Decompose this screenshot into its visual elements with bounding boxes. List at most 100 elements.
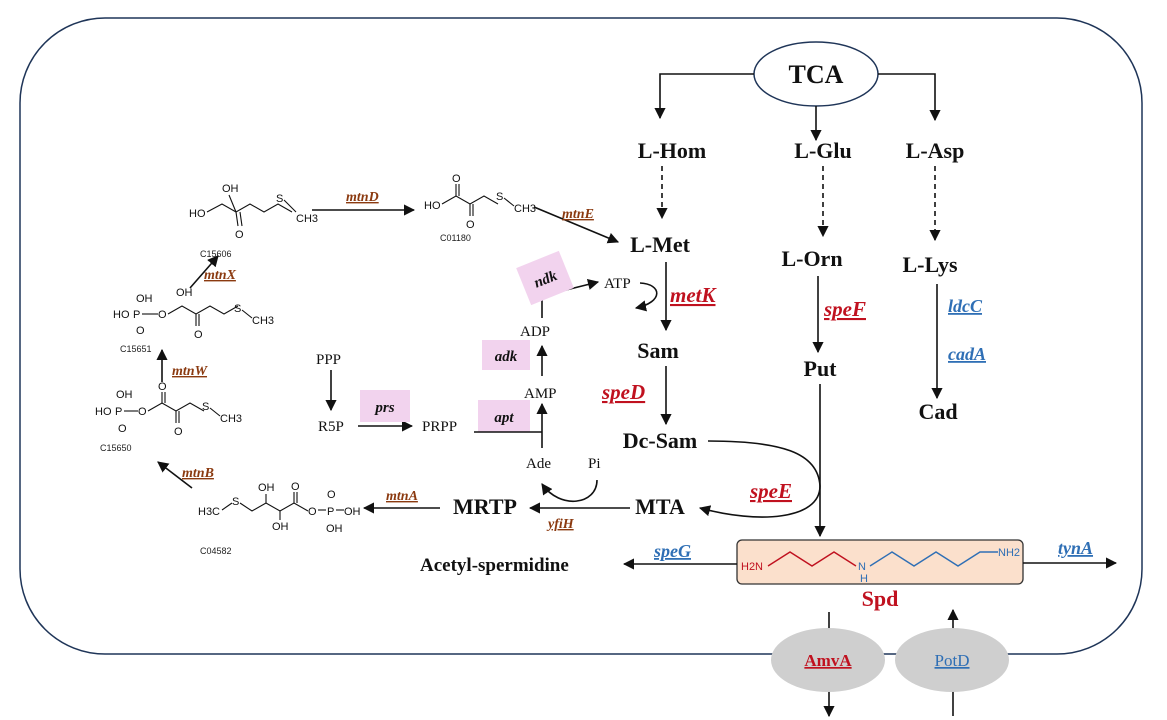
svg-text:OH: OH: [176, 287, 193, 299]
c01180-structure: HO O O S CH3 C01180: [424, 173, 536, 243]
mtnX-enzyme: mtnX: [204, 268, 237, 283]
svg-text:HO: HO: [95, 406, 112, 418]
amp-label: AMP: [524, 386, 557, 402]
svg-text:CH3: CH3: [220, 413, 242, 425]
mtnD-enzyme: mtnD: [346, 190, 379, 205]
speE-enzyme: speE: [749, 479, 792, 503]
atp-label: ATP: [604, 276, 631, 292]
c15606-structure: HO OH O S CH3 C15606: [189, 183, 318, 259]
spd-chain-red: [767, 551, 857, 567]
svg-text:OH: OH: [326, 523, 343, 535]
c15651-to-c15606-arrow: [189, 255, 219, 289]
speF-enzyme: speF: [823, 297, 866, 321]
cell-boundary: [19, 17, 1143, 655]
svg-text:C15606: C15606: [200, 249, 232, 259]
atp-consumption-curve: [634, 282, 658, 312]
spd-chain-blue: [869, 551, 998, 567]
prpp-label: PRPP: [422, 419, 457, 435]
mtnE-enzyme: mtnE: [562, 207, 594, 222]
svg-text:O: O: [327, 489, 336, 501]
svg-text:O: O: [235, 229, 244, 241]
svg-text:O: O: [118, 423, 127, 435]
svg-text:HO: HO: [424, 200, 441, 212]
svg-text:P: P: [115, 406, 122, 418]
acetyl-spermidine-label: Acetyl-spermidine: [420, 555, 569, 576]
l-asp-label: L-Asp: [906, 138, 965, 163]
dcsam-to-spd-curve: [707, 440, 821, 487]
amva-label: AmvA: [804, 651, 852, 670]
mtnA-enzyme: mtnA: [386, 489, 418, 504]
spd-h: H: [860, 573, 868, 585]
cadA-enzyme: cadA: [948, 344, 986, 364]
svg-text:CH3: CH3: [514, 203, 536, 215]
spd-label: Spd: [862, 586, 899, 611]
adk-box: [482, 340, 530, 370]
svg-text:C15651: C15651: [120, 344, 152, 354]
apt-enzyme: apt: [494, 410, 514, 426]
svg-text:S: S: [202, 401, 209, 413]
svg-text:S: S: [234, 303, 241, 315]
svg-text:O: O: [136, 325, 145, 337]
svg-text:HO: HO: [189, 208, 206, 220]
sam-label: Sam: [637, 338, 679, 363]
l-lys-label: L-Lys: [902, 252, 957, 277]
c04582-to-c15650-arrow: [157, 461, 193, 489]
svg-text:H3C: H3C: [198, 506, 220, 518]
spd-nh2: NH2: [998, 547, 1020, 559]
yfiH-enzyme: yfiH: [546, 517, 575, 532]
apt-box: [478, 400, 530, 432]
mtnB-enzyme: mtnB: [182, 466, 214, 481]
spd-n: N: [858, 561, 866, 573]
potd-transporter: [895, 628, 1009, 692]
pi-to-ade-curve: [541, 479, 598, 502]
ldcC-enzyme: ldcC: [948, 296, 983, 316]
put-label: Put: [804, 356, 838, 381]
tca-to-lhom-arrow: [654, 73, 754, 120]
tca-label: TCA: [789, 60, 844, 89]
svg-text:O: O: [466, 219, 475, 231]
speG-enzyme: speG: [653, 541, 691, 561]
potd-label: PotD: [935, 651, 970, 670]
c01180-to-lmet-arrow: [533, 206, 620, 244]
svg-text:OH: OH: [116, 389, 133, 401]
amva-transporter: [771, 628, 885, 692]
svg-text:S: S: [276, 193, 283, 205]
ppp-label: PPP: [316, 352, 341, 368]
mrtp-label: MRTP: [453, 494, 517, 519]
svg-text:O: O: [158, 309, 167, 321]
svg-text:C15650: C15650: [100, 443, 132, 453]
prs-box: [360, 390, 410, 422]
adp-label: ADP: [520, 324, 550, 340]
svg-text:O: O: [158, 381, 167, 393]
svg-text:OH: OH: [344, 506, 361, 518]
svg-text:CH3: CH3: [296, 213, 318, 225]
svg-text:OH: OH: [136, 293, 153, 305]
svg-text:O: O: [291, 481, 300, 493]
mta-label: MTA: [635, 494, 685, 519]
c04582-structure: H3C S OH OH O O P O OH OH C04582: [198, 481, 361, 556]
svg-text:O: O: [138, 406, 147, 418]
c15650-structure: HO P OH O O O O S CH3 C15650: [95, 381, 242, 453]
svg-text:S: S: [232, 496, 239, 508]
svg-text:OH: OH: [222, 183, 239, 195]
cad-label: Cad: [918, 399, 957, 424]
svg-text:P: P: [133, 309, 140, 321]
pi-label: Pi: [588, 456, 601, 472]
l-met-label: L-Met: [630, 232, 691, 257]
tca-to-lasp-arrow: [878, 73, 941, 122]
svg-text:O: O: [452, 173, 461, 185]
tynA-enzyme: tynA: [1058, 538, 1093, 558]
ade-label: Ade: [526, 456, 551, 472]
svg-text:OH: OH: [272, 521, 289, 533]
svg-text:C01180: C01180: [440, 233, 471, 243]
prs-enzyme: prs: [373, 400, 394, 416]
spermidine-synthase-to-mta-curve: [698, 485, 821, 518]
svg-text:HO: HO: [113, 309, 130, 321]
mtnW-enzyme: mtnW: [172, 364, 209, 379]
ndk-box: [516, 250, 574, 306]
svg-text:CH3: CH3: [252, 315, 274, 327]
metK-enzyme: metK: [670, 283, 717, 307]
l-orn-label: L-Orn: [781, 246, 842, 271]
svg-text:OH: OH: [258, 482, 275, 494]
